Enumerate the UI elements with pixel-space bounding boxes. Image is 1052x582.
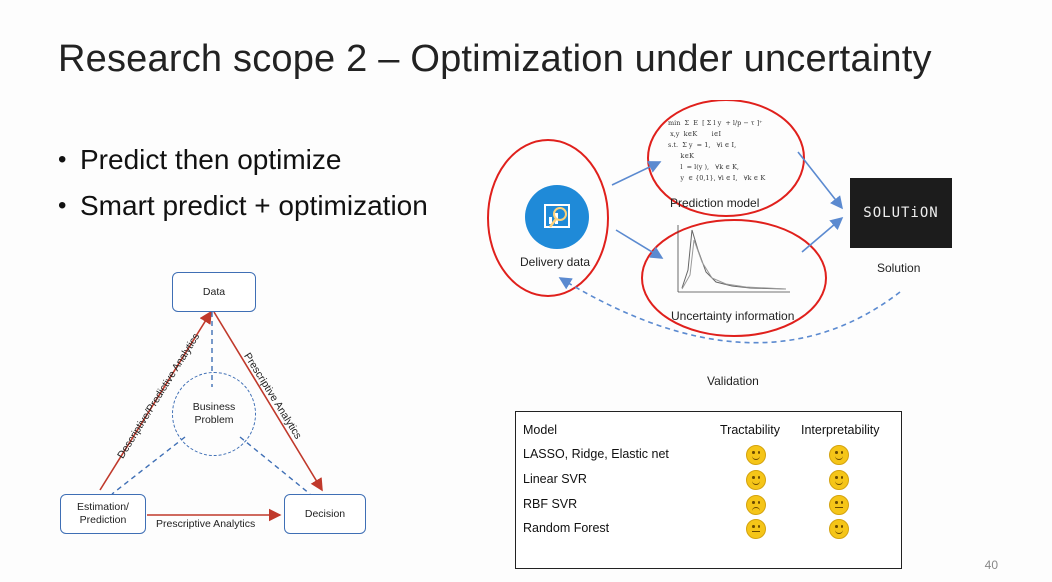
decision-node: Decision	[284, 494, 366, 534]
uncertainty-information-label: Uncertainty information	[671, 309, 794, 323]
flow-diagram: min Σ E [ Σ l y + l/p − τ ]⁺ x,y k∈K i∈I…	[480, 100, 960, 400]
header-model: Model	[523, 423, 557, 437]
model-name: Random Forest	[523, 521, 609, 535]
model-name: Linear SVR	[523, 472, 587, 486]
header-tractability: Tractability	[720, 423, 780, 437]
happy-face-icon	[829, 519, 849, 539]
uncertainty-chart-icon	[678, 225, 790, 292]
model-name: LASSO, Ridge, Elastic net	[523, 447, 669, 461]
prediction-model-label: Prediction model	[670, 196, 759, 210]
sad-face-icon	[746, 495, 766, 515]
delivery-data-icon	[525, 185, 589, 249]
solution-image: SOLUTiON	[850, 178, 952, 248]
happy-face-icon	[829, 445, 849, 465]
table-header: Model Tractability Interpretability	[516, 418, 901, 442]
slide-title: Research scope 2 – Optimization under un…	[58, 38, 932, 81]
header-interpretability: Interpretability	[801, 423, 880, 437]
validation-label: Validation	[707, 374, 759, 388]
neutral-face-icon	[829, 495, 849, 515]
bottom-edge-label: Prescriptive Analytics	[156, 518, 255, 530]
analytics-triangle-diagram: Data Business Problem Estimation/ Predic…	[40, 262, 400, 552]
happy-face-icon	[829, 470, 849, 490]
happy-face-icon	[746, 445, 766, 465]
bullet-list: Predict then optimize Smart predict + op…	[58, 140, 428, 232]
business-problem-node: Business Problem	[172, 372, 256, 456]
table-row: LASSO, Ridge, Elastic net	[516, 442, 901, 466]
page-number: 40	[985, 558, 998, 572]
neutral-face-icon	[746, 519, 766, 539]
table-row: Linear SVR	[516, 467, 901, 491]
bullet-item: Smart predict + optimization	[58, 186, 428, 232]
table-row: Random Forest	[516, 516, 901, 540]
happy-face-icon	[746, 470, 766, 490]
estimation-node: Estimation/ Prediction	[60, 494, 146, 534]
table-row: RBF SVR	[516, 492, 901, 516]
solution-image-text: SOLUTiON	[863, 205, 938, 221]
delivery-data-label: Delivery data	[520, 255, 590, 269]
data-node: Data	[172, 272, 256, 312]
bullet-item: Predict then optimize	[58, 140, 428, 186]
model-name: RBF SVR	[523, 497, 577, 511]
model-table: Model Tractability Interpretability LASS…	[515, 411, 902, 569]
prediction-model-formula: min Σ E [ Σ l y + l/p − τ ]⁺ x,y k∈K i∈I…	[668, 118, 765, 184]
solution-label: Solution	[877, 261, 920, 275]
